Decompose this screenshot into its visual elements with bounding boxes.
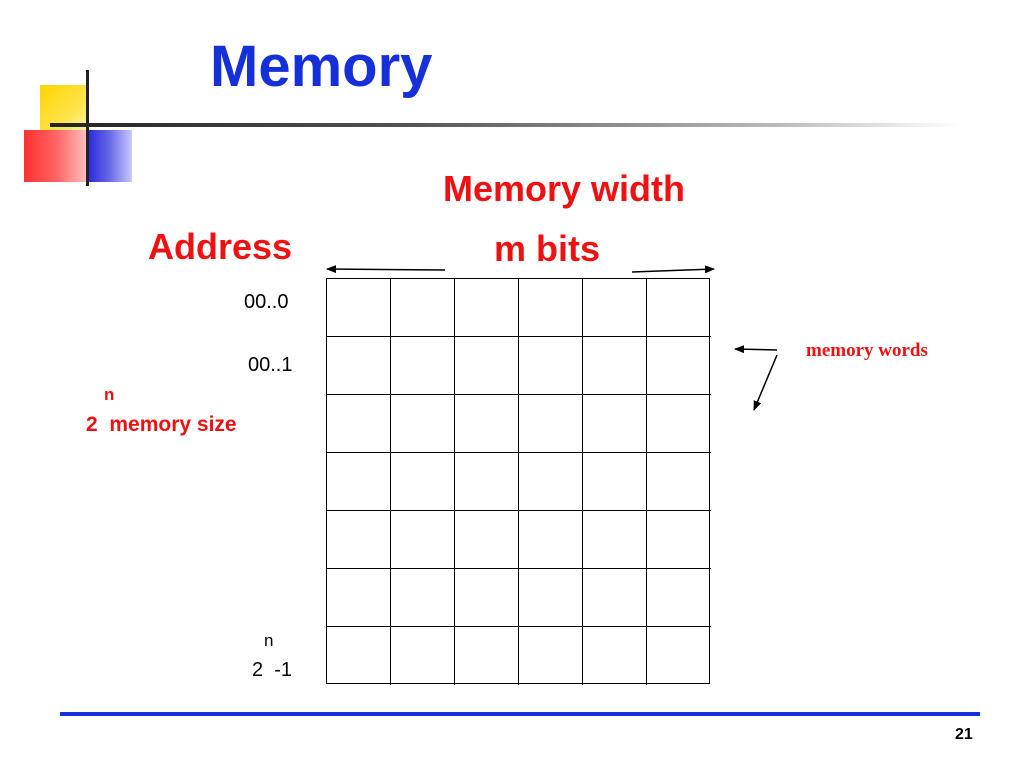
memory-cell [647, 279, 711, 337]
memory-cell [455, 627, 519, 685]
memory-cell [327, 279, 391, 337]
memory-cell [391, 627, 455, 685]
memory-cell [519, 453, 583, 511]
m-bits-heading: m bits [494, 228, 601, 269]
address-last-superscript: n [264, 631, 274, 650]
memory-words-label: memory words [806, 340, 928, 361]
memory-cell [391, 569, 455, 627]
memory-cell [391, 337, 455, 395]
memory-cell [519, 395, 583, 453]
memory-cell [583, 627, 647, 685]
memory-cell [455, 337, 519, 395]
memory-cell [391, 511, 455, 569]
address-first: 00..0 [244, 291, 289, 313]
logo-vertical-line [86, 70, 89, 186]
memory-cell [519, 569, 583, 627]
memory-grid [326, 278, 711, 685]
memory-cell [583, 569, 647, 627]
memory-cell [519, 511, 583, 569]
memory-cell [583, 279, 647, 337]
memory-cell [647, 453, 711, 511]
memory-cell [455, 511, 519, 569]
memory-size-superscript: n [104, 385, 115, 404]
page-number: 21 [955, 726, 973, 743]
memory-cell [455, 453, 519, 511]
logo-yellow-square [40, 85, 88, 137]
memory-cell [647, 395, 711, 453]
address-second: 00..1 [248, 354, 293, 376]
width-arrow-left [326, 265, 446, 274]
memory-cell [647, 627, 711, 685]
memory-cell [647, 511, 711, 569]
memory-cell [647, 337, 711, 395]
title-underline [50, 123, 960, 127]
slide-title: Memory [210, 34, 433, 99]
memory-cell [327, 511, 391, 569]
logo-blue-square [88, 130, 132, 182]
memory-cell [647, 569, 711, 627]
memory-cell [519, 279, 583, 337]
memory-cell [391, 453, 455, 511]
logo-red-square [24, 130, 90, 182]
memory-size-label: 2 memory size [86, 413, 237, 436]
words-arrow-left [734, 345, 778, 354]
memory-cell [455, 279, 519, 337]
memory-cell [327, 395, 391, 453]
memory-cell [327, 453, 391, 511]
width-arrow-right [631, 265, 715, 274]
memory-cell [583, 337, 647, 395]
memory-cell [583, 511, 647, 569]
memory-cell [583, 395, 647, 453]
memory-cell [327, 337, 391, 395]
memory-cell [327, 627, 391, 685]
memory-cell [327, 569, 391, 627]
footer-rule [60, 712, 980, 716]
memory-cell [391, 279, 455, 337]
address-heading: Address [148, 226, 293, 267]
words-arrow-down [753, 354, 778, 411]
memory-cell [519, 627, 583, 685]
memory-cell [455, 569, 519, 627]
memory-cell [519, 337, 583, 395]
memory-cell [455, 395, 519, 453]
address-last: 2 -1 [252, 659, 293, 681]
memory-cell [583, 453, 647, 511]
memory-width-heading: Memory width [443, 168, 686, 209]
memory-cell [391, 395, 455, 453]
